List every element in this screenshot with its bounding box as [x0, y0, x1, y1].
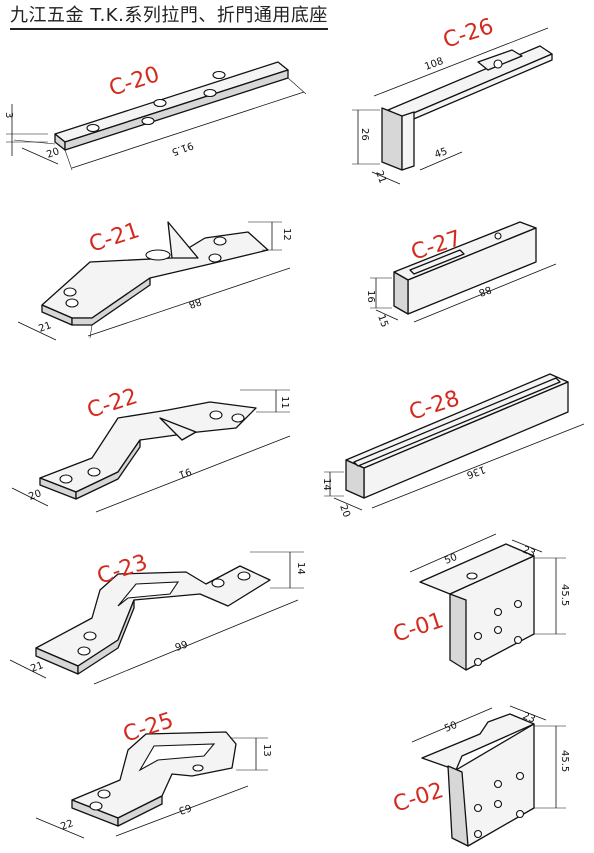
part-code: C-01 — [390, 608, 447, 648]
dim-width: 21 — [373, 169, 388, 185]
dim-length: 88 — [187, 295, 203, 310]
part-c-02: C-02 50 23 45.5 — [390, 705, 570, 847]
dim-height: 16 — [365, 290, 376, 303]
dim-width: 50 — [443, 720, 459, 735]
dim-height: 14 — [295, 562, 306, 575]
part-code: C-02 — [390, 778, 447, 818]
dim-depth: 45 — [433, 146, 449, 161]
dim-width: 50 — [443, 552, 459, 567]
dim-height: 11 — [279, 396, 290, 409]
dim-length: 63 — [177, 801, 193, 816]
dim-height: 26 — [359, 128, 370, 141]
dim-width: 20 — [45, 146, 61, 161]
dim-height: 13 — [261, 744, 272, 757]
dim-height: 14 — [321, 478, 332, 491]
page-title: 九江五金 T.K.系列拉門、折門通用底座 — [10, 4, 328, 30]
part-c-23: C-23 14 21 66 — [9, 550, 306, 685]
dim-height: 12 — [281, 228, 292, 241]
part-code: C-20 — [106, 62, 163, 102]
dim-height: 45.5 — [559, 584, 570, 606]
dim-width: 15 — [375, 313, 390, 329]
part-code: C-26 — [440, 14, 497, 54]
part-c-21: C-21 12 21 88 — [17, 218, 292, 341]
dim-height: 45.5 — [559, 750, 570, 772]
dim-depth: 23 — [521, 545, 537, 560]
part-code: C-21 — [86, 218, 143, 258]
part-c-25: C-25 13 22 63 — [35, 708, 272, 839]
dim-length: 108 — [423, 56, 445, 73]
dim-length: 136 — [465, 463, 487, 480]
dim-width: 22 — [59, 818, 75, 833]
dim-width: 21 — [29, 660, 45, 675]
dim-width: 21 — [37, 320, 53, 335]
dim-length: 88 — [477, 283, 493, 298]
dim-length: 66 — [173, 637, 189, 652]
part-c-20: C-20 3 20 91.5 — [3, 61, 307, 171]
dim-width: 20 — [337, 503, 352, 519]
part-c-22: C-22 11 20 91 — [11, 384, 291, 513]
part-c-28: C-28 14 20 136 — [321, 373, 585, 519]
dim-length: 91 — [177, 465, 193, 480]
part-c-27: C-27 16 15 88 — [365, 221, 557, 329]
part-c-01: C-01 50 23 45.5 — [390, 533, 570, 671]
dim-thickness: 3 — [3, 112, 14, 118]
dim-width: 20 — [27, 488, 43, 503]
dim-depth: 23 — [521, 711, 537, 726]
dim-length: 91.5 — [170, 139, 195, 157]
part-c-26: C-26 108 26 21 45 — [352, 14, 553, 185]
